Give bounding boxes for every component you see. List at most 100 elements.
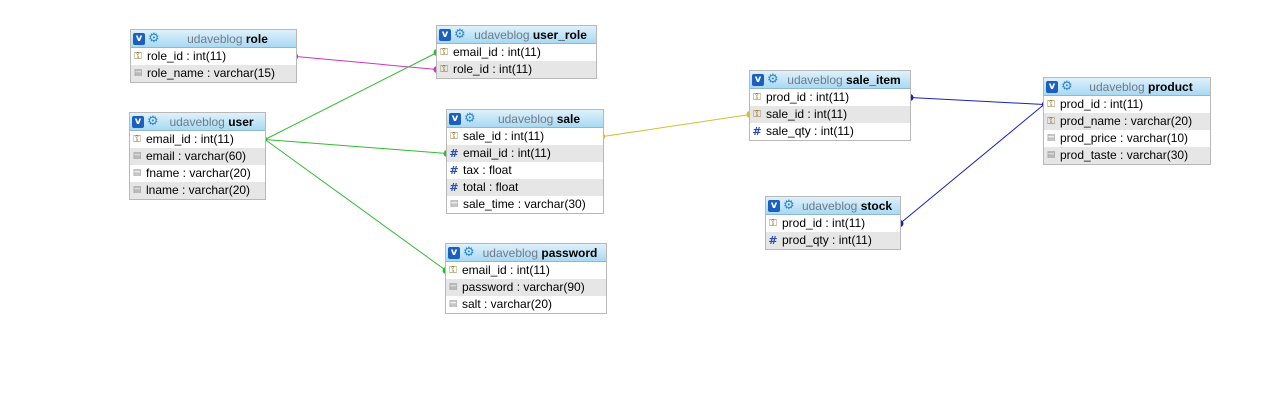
text-icon: ▤ bbox=[449, 199, 459, 209]
column-label: email_id : int(11) bbox=[462, 263, 550, 277]
column-row[interactable]: ⚿ sale_id : int(11) bbox=[447, 128, 603, 145]
schema-name: udaveblog bbox=[482, 245, 539, 260]
column-label: sale_qty : int(11) bbox=[766, 124, 854, 138]
table-user-role[interactable]: v ⚙ udaveblog user_role ⚿email_id : int(… bbox=[436, 25, 597, 79]
gear-icon[interactable]: ⚙ bbox=[463, 244, 475, 260]
column-label: password : varchar(90) bbox=[462, 280, 585, 294]
column-row[interactable]: ▤prod_price : varchar(10) bbox=[1044, 130, 1210, 147]
relation-line bbox=[264, 139, 447, 271]
column-row[interactable]: ▤lname : varchar(20) bbox=[130, 182, 265, 199]
column-label: salt : varchar(20) bbox=[462, 297, 553, 311]
table-sale[interactable]: v ⚙ udaveblog sale ⚿ sale_id : int(11) #e… bbox=[446, 109, 604, 214]
column-row[interactable]: # total : float bbox=[447, 179, 603, 196]
gear-icon[interactable]: ⚙ bbox=[783, 197, 795, 213]
column-row[interactable]: ⚿email_id : int(11) bbox=[437, 44, 596, 61]
relation-line bbox=[899, 104, 1045, 224]
column-row[interactable]: ⚿ prod_id : int(11) bbox=[750, 89, 910, 106]
column-label: prod_id : int(11) bbox=[1060, 97, 1144, 111]
column-label: sale_time : varchar(30) bbox=[463, 197, 586, 211]
table-name: product bbox=[1148, 79, 1193, 94]
column-row[interactable]: ▤salt : varchar(20) bbox=[446, 296, 606, 313]
schema-name: udaveblog bbox=[497, 111, 554, 126]
column-label: role_id : int(11) bbox=[453, 62, 533, 76]
relation-line bbox=[264, 52, 438, 140]
key-icon: ⚿ bbox=[440, 64, 448, 75]
table-header[interactable]: v ⚙ udaveblog user_role bbox=[437, 26, 596, 44]
number-icon: # bbox=[449, 181, 459, 194]
text-icon: ▤ bbox=[1046, 150, 1056, 160]
number-icon: # bbox=[768, 234, 778, 247]
relation-line bbox=[602, 114, 751, 137]
number-icon: # bbox=[449, 164, 459, 177]
table-user[interactable]: v ⚙ udaveblog user ⚿email_id : int(11) ▤… bbox=[129, 112, 266, 200]
schema-name: udaveblog bbox=[801, 198, 858, 213]
table-product[interactable]: v ⚙ udaveblog product ⚿ prod_id : int(11)… bbox=[1043, 77, 1211, 165]
relation-line bbox=[295, 56, 438, 70]
column-label: role_id : int(11) bbox=[147, 49, 227, 63]
column-label: sale_id : int(11) bbox=[463, 129, 545, 143]
gear-icon[interactable]: ⚙ bbox=[1061, 78, 1073, 94]
key-icon: ⚿ bbox=[753, 92, 761, 103]
toggle-icon[interactable]: v bbox=[449, 112, 461, 125]
table-password[interactable]: v ⚙ udaveblog password ⚿ email_id : int(1… bbox=[445, 243, 607, 314]
table-stock[interactable]: v ⚙ udaveblog stock ⚿prod_id : int(11) #… bbox=[765, 196, 901, 250]
key-icon: ⚿ bbox=[449, 265, 457, 276]
column-row[interactable]: #email_id : int(11) bbox=[447, 145, 603, 162]
toggle-icon[interactable]: v bbox=[768, 199, 780, 212]
toggle-icon[interactable]: v bbox=[1046, 80, 1058, 93]
column-row[interactable]: ▤fname : varchar(20) bbox=[130, 165, 265, 182]
table-header[interactable]: v ⚙ udaveblog product bbox=[1044, 78, 1210, 96]
column-label: email : varchar(60) bbox=[146, 149, 247, 163]
column-row[interactable]: #sale_qty : int(11) bbox=[750, 123, 910, 140]
column-row[interactable]: #prod_qty : int(11) bbox=[766, 232, 900, 249]
table-sale-item[interactable]: v ⚙ udaveblog sale_item ⚿ prod_id : int(1… bbox=[749, 70, 911, 141]
text-icon: ▤ bbox=[132, 185, 142, 195]
column-label: prod_name : varchar(20) bbox=[1060, 114, 1193, 128]
column-row[interactable]: ⚿ email_id : int(11) bbox=[446, 262, 606, 279]
table-header[interactable]: v ⚙ udaveblog role bbox=[131, 30, 296, 48]
column-row[interactable]: #tax : float bbox=[447, 162, 603, 179]
column-row[interactable]: ⚿ role_id : int(11) bbox=[437, 61, 596, 78]
column-row[interactable]: ⚿email_id : int(11) bbox=[130, 131, 265, 148]
table-name: stock bbox=[860, 198, 893, 213]
toggle-icon[interactable]: v bbox=[133, 32, 145, 45]
key-icon: ⚿ bbox=[450, 131, 458, 142]
key-icon: ⚿ bbox=[134, 51, 142, 62]
column-row[interactable]: ⚿ role_id : int(11) bbox=[131, 48, 296, 65]
gear-icon[interactable]: ⚙ bbox=[147, 113, 159, 129]
column-row[interactable]: ▤password : varchar(90) bbox=[446, 279, 606, 296]
toggle-icon[interactable]: v bbox=[132, 115, 144, 128]
column-row[interactable]: ▤prod_taste : varchar(30) bbox=[1044, 147, 1210, 164]
table-header[interactable]: v ⚙ udaveblog stock bbox=[766, 197, 900, 215]
schema-name: udaveblog bbox=[1089, 79, 1145, 94]
table-name: sale_item bbox=[846, 72, 901, 87]
column-label: email_id : int(11) bbox=[453, 45, 541, 59]
column-row[interactable]: ⚿sale_id : int(11) bbox=[750, 106, 910, 123]
table-header[interactable]: v ⚙ udaveblog sale bbox=[447, 110, 603, 128]
key-icon: ⚿ bbox=[769, 218, 777, 229]
toggle-icon[interactable]: v bbox=[439, 28, 451, 41]
gear-icon[interactable]: ⚙ bbox=[148, 30, 160, 46]
gear-icon[interactable]: ⚙ bbox=[464, 110, 476, 126]
gear-icon[interactable]: ⚙ bbox=[767, 71, 779, 87]
column-row[interactable]: ▤role_name : varchar(15) bbox=[131, 65, 296, 82]
table-header[interactable]: v ⚙ udaveblog user bbox=[130, 113, 265, 131]
column-label: prod_id : int(11) bbox=[766, 90, 850, 104]
key-icon: ⚿ bbox=[1047, 99, 1055, 110]
column-row[interactable]: ⚿ prod_id : int(11) bbox=[1044, 96, 1210, 113]
table-name: user_role bbox=[532, 27, 587, 42]
column-row[interactable]: ▤email : varchar(60) bbox=[130, 148, 265, 165]
table-header[interactable]: v ⚙ udaveblog password bbox=[446, 244, 606, 262]
toggle-icon[interactable]: v bbox=[752, 73, 764, 86]
table-name: password bbox=[541, 245, 598, 260]
table-role[interactable]: v ⚙ udaveblog role ⚿ role_id : int(11) ▤r… bbox=[130, 29, 297, 83]
schema-name: udaveblog bbox=[787, 72, 843, 87]
column-label: total : float bbox=[463, 180, 519, 194]
table-header[interactable]: v ⚙ udaveblog sale_item bbox=[750, 71, 910, 89]
column-row[interactable]: ⚿prod_name : varchar(20) bbox=[1044, 113, 1210, 130]
column-row[interactable]: ⚿prod_id : int(11) bbox=[766, 215, 900, 232]
toggle-icon[interactable]: v bbox=[448, 246, 460, 259]
key-icon: ⚿ bbox=[753, 109, 761, 120]
column-row[interactable]: ▤ sale_time : varchar(30) bbox=[447, 196, 603, 213]
gear-icon[interactable]: ⚙ bbox=[454, 26, 466, 42]
